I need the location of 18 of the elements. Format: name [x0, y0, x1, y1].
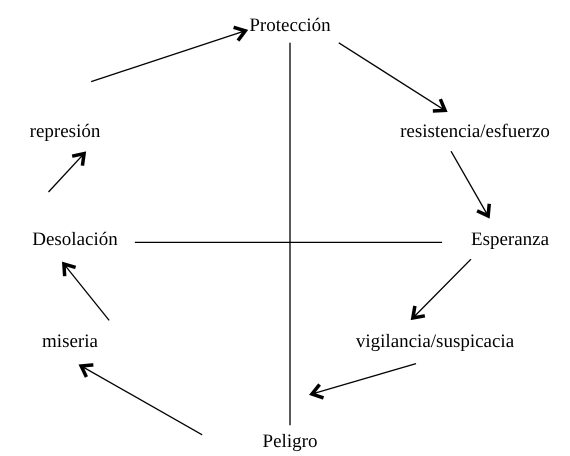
arrow [338, 42, 447, 113]
node-label: Desolación [32, 228, 118, 252]
arrow [310, 362, 416, 400]
node-label: represión [30, 120, 100, 144]
node-label: miseria [42, 330, 98, 354]
arrow [48, 152, 86, 192]
arrow [411, 258, 472, 320]
node-label: Peligro [262, 430, 318, 454]
node-label: Protección [249, 14, 331, 38]
node-label: resistencia/esfuerzo [400, 120, 550, 144]
arrow [450, 150, 491, 218]
arrow [90, 26, 248, 82]
connector-line [289, 42, 291, 426]
arrow [62, 262, 110, 321]
node-label: vigilancia/suspicacia [356, 330, 514, 354]
node-label: Esperanza [470, 228, 550, 252]
arrow [79, 363, 202, 436]
connector-line [134, 242, 442, 244]
